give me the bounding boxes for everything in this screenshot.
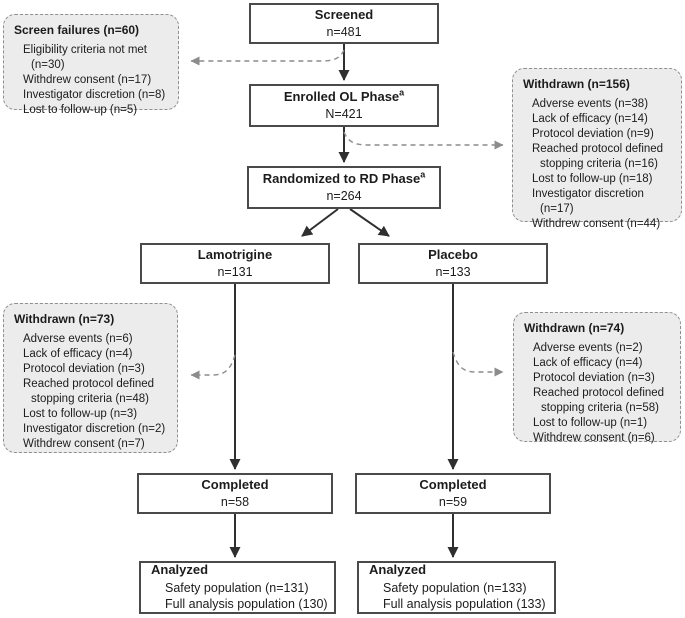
note-item: Reached protocol defined stopping criter… xyxy=(23,378,155,405)
note-item: Protocol deviation (n=9) xyxy=(532,128,654,140)
analyzed-placebo-line: Safety population (n=133) xyxy=(383,580,527,595)
enrolled-title: Enrolled OL Phasea xyxy=(283,87,405,106)
dashed-arrow-to-withdrawn-ol xyxy=(343,131,504,150)
note-item: Lost to follow-up (n=18) xyxy=(532,173,653,185)
dashed-arrow-to-withdrawn-lamotrigine xyxy=(190,354,236,380)
note-item: Adverse events (n=2) xyxy=(533,342,643,354)
completed-lamotrigine-title: Completed xyxy=(201,476,269,492)
analyzed-lamotrigine-line: Full analysis population (130) xyxy=(165,597,328,612)
note-item: Protocol deviation (n=3) xyxy=(533,372,655,384)
footnote-marker: a xyxy=(420,169,426,180)
note-item: Protocol deviation (n=3) xyxy=(23,363,145,375)
withdrawn-ol-note: Withdrawn (n=156) Adverse events (n=38) … xyxy=(512,68,682,230)
note-item: Lack of efficacy (n=4) xyxy=(533,357,643,369)
withdrawn-placebo-title: Withdrawn (n=74) xyxy=(524,321,625,335)
placebo-arm-box: Placebo n=133 xyxy=(358,243,548,284)
placebo-count: n=133 xyxy=(435,264,471,279)
enrolled-count: N=421 xyxy=(325,106,363,121)
completed-placebo-title: Completed xyxy=(419,476,487,492)
note-item: Withdrew consent (n=17) xyxy=(23,74,152,86)
placebo-title: Placebo xyxy=(428,246,478,262)
note-item: Lost to follow-up (n=3) xyxy=(23,408,138,420)
enrolled-ol-phase-box: Enrolled OL Phasea N=421 xyxy=(249,84,439,127)
lamotrigine-arm-box: Lamotrigine n=131 xyxy=(140,243,330,284)
lamotrigine-title: Lamotrigine xyxy=(197,246,273,262)
note-item: Lack of efficacy (n=14) xyxy=(532,113,648,125)
randomized-title: Randomized to RD Phasea xyxy=(262,169,426,188)
note-item: Investigator discretion (n=17) xyxy=(532,188,644,215)
analyzed-lamotrigine-title: Analyzed xyxy=(151,561,209,577)
note-item: Adverse events (n=38) xyxy=(532,98,649,110)
screened-count: n=481 xyxy=(326,24,362,39)
note-item: Reached protocol defined stopping criter… xyxy=(532,143,664,170)
note-item: Adverse events (n=6) xyxy=(23,333,133,345)
analyzed-lamotrigine-line: Safety population (n=131) xyxy=(165,580,309,595)
randomized-count: n=264 xyxy=(326,188,362,203)
withdrawn-ol-title: Withdrawn (n=156) xyxy=(523,77,630,91)
randomized-rd-phase-box: Randomized to RD Phasea n=264 xyxy=(247,166,441,209)
completed-lamotrigine-box: Completed n=58 xyxy=(137,473,333,514)
completed-placebo-box: Completed n=59 xyxy=(355,473,551,514)
footnote-marker: a xyxy=(399,87,405,98)
screen-failures-title: Screen failures (n=60) xyxy=(14,23,140,37)
note-item: Lost to follow-up (n=5) xyxy=(23,104,138,116)
note-item: Withdrew consent (n=6) xyxy=(533,432,655,444)
analyzed-placebo-box: Analyzed Safety population (n=133) Full … xyxy=(357,561,556,614)
note-item: Withdrew consent (n=7) xyxy=(23,438,145,450)
screened-box: Screened n=481 xyxy=(249,3,439,44)
dashed-arrow-to-screen-failures xyxy=(190,49,345,66)
withdrawn-lamotrigine-note: Withdrawn (n=73) Adverse events (n=6) La… xyxy=(3,303,178,453)
screened-title: Screened xyxy=(314,6,374,22)
completed-lamotrigine-count: n=58 xyxy=(220,494,250,509)
note-item: Withdrew consent (n=44) xyxy=(532,218,661,230)
note-item: Lost to follow-up (n=1) xyxy=(533,417,648,429)
analyzed-lamotrigine-box: Analyzed Safety population (n=131) Full … xyxy=(139,561,336,614)
arrow-randomized-to-lamotrigine xyxy=(301,208,339,237)
withdrawn-lamotrigine-title: Withdrawn (n=73) xyxy=(14,312,115,326)
completed-placebo-count: n=59 xyxy=(438,494,468,509)
analyzed-placebo-title: Analyzed xyxy=(369,561,427,577)
screen-failures-note: Screen failures (n=60) Eligibility crite… xyxy=(3,14,179,116)
note-item: Investigator discretion (n=8) xyxy=(23,89,166,101)
note-item: Investigator discretion (n=2) xyxy=(23,423,166,435)
note-item: Eligibility criteria not met (n=30) xyxy=(23,44,147,71)
arrow-randomized-to-placebo xyxy=(349,208,390,237)
enrolled-title-text: Enrolled OL Phase xyxy=(283,88,400,104)
withdrawn-placebo-note: Withdrawn (n=74) Adverse events (n=2) La… xyxy=(513,312,681,444)
randomized-title-text: Randomized to RD Phase xyxy=(262,170,421,186)
dashed-arrow-to-withdrawn-placebo xyxy=(452,351,504,377)
note-item: Reached protocol defined stopping criter… xyxy=(533,387,665,414)
note-item: Lack of efficacy (n=4) xyxy=(23,348,133,360)
lamotrigine-count: n=131 xyxy=(217,264,253,279)
analyzed-placebo-line: Full analysis population (133) xyxy=(383,597,546,612)
